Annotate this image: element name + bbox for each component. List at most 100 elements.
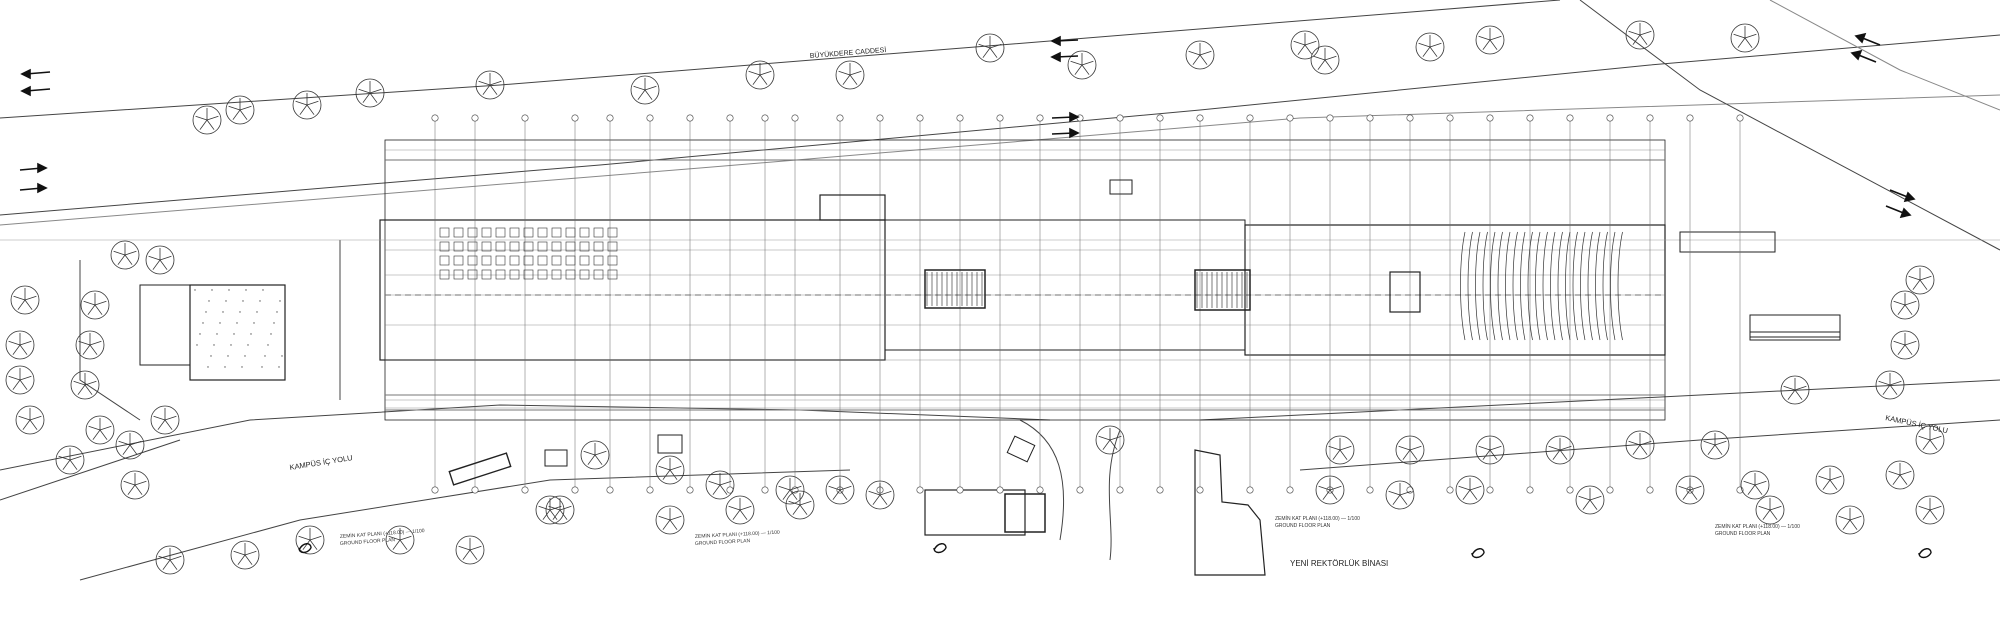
table-symbol [439, 227, 450, 238]
hatch-dot [194, 289, 196, 291]
grid-bubble-icon [686, 114, 694, 122]
seat-row [1475, 231, 1481, 341]
tree-icon [1700, 430, 1730, 460]
grid-bubble-icon [1196, 114, 1204, 122]
small-annex [819, 194, 886, 221]
table-symbol [551, 255, 562, 266]
hatch-dot [199, 333, 201, 335]
building-center-block [884, 219, 1246, 351]
hatch-dot [250, 333, 252, 335]
tree-icon [1890, 330, 1920, 360]
table-symbol [523, 227, 534, 238]
grid-bubble-icon [1646, 486, 1654, 494]
north-arrows [298, 543, 1932, 559]
tree-icon [80, 290, 110, 320]
tree-icon [150, 405, 180, 435]
structural-grid [385, 115, 1741, 490]
table-symbol [607, 255, 618, 266]
left-annex [139, 284, 191, 366]
seat-row [1505, 231, 1511, 341]
tree-icon [1395, 435, 1425, 465]
stair-left [924, 269, 986, 309]
table-symbol [607, 227, 618, 238]
tree-icon [1890, 290, 1920, 320]
grid-bubble-icon [471, 486, 479, 494]
arrow-glyph-icon [20, 85, 51, 97]
arrow-glyph-icon [19, 162, 48, 174]
hatch-dot [259, 300, 261, 302]
grid-bubble-icon [1076, 486, 1084, 494]
grid-bubble-icon [1286, 114, 1294, 122]
hatch-dot [225, 300, 227, 302]
table-symbol [551, 269, 562, 280]
grid-bubble-icon [1366, 486, 1374, 494]
tree-icon [1915, 425, 1945, 455]
tree-icon [115, 430, 145, 460]
grid-bubble-icon [956, 486, 964, 494]
grid-bubble-icon [1446, 486, 1454, 494]
grid-bubble-icon [606, 486, 614, 494]
tree-icon [535, 495, 565, 525]
seat-row [1490, 231, 1496, 341]
grid-bubble-icon [571, 486, 579, 494]
tree-icon [1915, 495, 1945, 525]
plan-subtitle-1: GROUND FLOOR PLAN [340, 537, 396, 547]
grid-bubble-icon [996, 114, 1004, 122]
grid-bubble-icon [1606, 486, 1614, 494]
grid-bubble-icon [471, 114, 479, 122]
hatch-dot [205, 311, 207, 313]
grid-bubble-icon [956, 114, 964, 122]
table-symbol [607, 269, 618, 280]
small-structures [448, 179, 1266, 576]
tree-icon [5, 330, 35, 360]
north-arrow-icon [1918, 548, 1932, 559]
plan-title-3: ZEMİN KAT PLANI (+118.00) — 1/100 [1275, 515, 1360, 522]
hatch-dot [264, 355, 266, 357]
table-symbol [565, 255, 576, 266]
tree-icon [785, 490, 815, 520]
tree-icon [1067, 50, 1097, 80]
hatch-dot [245, 289, 247, 291]
trees [5, 20, 1945, 575]
grid-bubble-icon [521, 114, 529, 122]
table-symbol [509, 241, 520, 252]
table-symbol [509, 269, 520, 280]
tree-icon [145, 245, 175, 275]
grid-bubble-icon [1116, 114, 1124, 122]
tree-icon [1385, 480, 1415, 510]
seat-row [1467, 231, 1473, 341]
seat-row [1587, 231, 1593, 341]
grid-bubble-icon [431, 486, 439, 494]
seat-row [1460, 231, 1466, 341]
hatch-dot [202, 322, 204, 324]
arrow-glyph-icon [1051, 111, 1080, 123]
table-symbol [551, 227, 562, 238]
table-symbol [467, 227, 478, 238]
arrow-glyph-icon [1885, 205, 1912, 219]
tree-icon [835, 60, 865, 90]
hatch-dot [261, 366, 263, 368]
table-symbol [509, 255, 520, 266]
hatched-block [194, 289, 283, 368]
campus-road-edge-10 [79, 260, 141, 421]
grid-bubble-icon [1246, 486, 1254, 494]
seat-row [1497, 231, 1503, 341]
grid-bubble-icon [1156, 486, 1164, 494]
campus-road-edge-7 [1579, 0, 2000, 251]
grid-bubble-icon [431, 114, 439, 122]
seat-row [1565, 231, 1571, 341]
grid-bubble-icon [916, 486, 924, 494]
buyukdere-road-edge-1 [0, 0, 1561, 119]
seat-row [1572, 231, 1578, 341]
street-label-top: BÜYÜKDERE CADDESİ [809, 45, 886, 60]
table-symbol [453, 227, 464, 238]
tree-icon [1625, 20, 1655, 50]
tree-icon [110, 240, 140, 270]
table-symbol [523, 269, 534, 280]
arrow-glyph-icon [1854, 32, 1881, 46]
hatch-dot [241, 366, 243, 368]
tree-icon [292, 90, 322, 120]
arrow-glyph-icon [1051, 127, 1080, 139]
stair-far-right [1389, 271, 1421, 313]
